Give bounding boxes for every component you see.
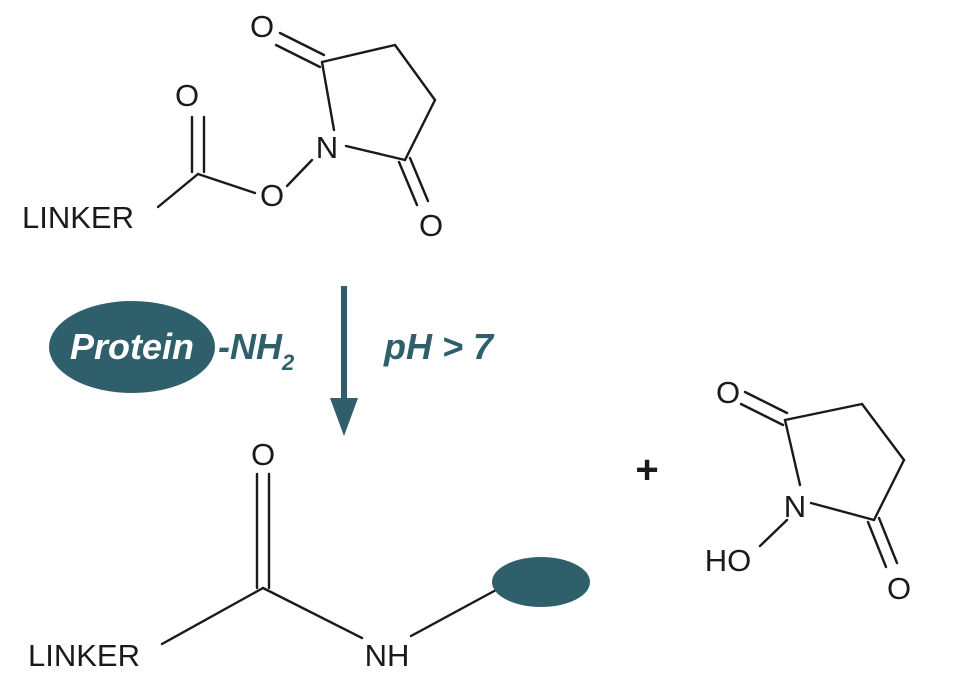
protein-amine-reagent: Protein -NH2 [49,301,295,393]
bond-top-co-a-byproduct [743,390,789,415]
bond-top-co-b-byproduct [739,402,785,427]
ph-condition-label: pH > 7 [383,326,495,367]
bond-bottom-co-a [397,160,419,207]
arrow-head [330,398,358,436]
bond-bottom-co-a-byproduct [866,520,888,569]
nhs-byproduct: O N HO O [705,375,911,606]
atom-hydroxyl: HO [705,543,752,578]
bond-n-c-top [320,60,336,132]
linker-label-reactant: LINKER [22,200,134,235]
atom-ester-oxygen: O [260,178,284,213]
bond-nh-protein [409,588,498,638]
linker-label-product: LINKER [28,638,140,673]
atom-carbonyl-oxygen: O [175,78,199,113]
amine-text: -NH [218,326,283,367]
atom-bottom-oxygen-byproduct: O [887,571,911,606]
bond-linker-amide-c [160,586,265,646]
bond-ester-o-n [285,158,314,188]
bond-bottom-co-b [408,156,430,203]
protein-ellipse [49,301,215,393]
atom-top-oxygen-byproduct: O [716,375,740,410]
bond-top-co-b [274,43,322,69]
bond-bottom-co-b-byproduct [877,516,899,565]
bond-ring-c-bottom-byproduct [872,458,906,522]
protein-ellipse-product [492,557,590,607]
plus-sign: + [635,448,658,492]
atom-bottom-oxygen: O [419,208,443,243]
bond-ring-top [320,43,397,64]
bond-c-bottom-n [344,144,407,162]
atom-nitrogen-byproduct: N [784,489,806,524]
atom-nitrogen: N [316,130,338,165]
protein-label: Protein [70,326,194,367]
bond-n-c-top-byproduct [783,418,802,487]
bond-carbonyl-ester-o [196,172,257,195]
bond-ring-right-byproduct [860,402,906,462]
bond-ring-c-bottom [403,98,437,162]
bond-ring-right [393,43,437,102]
amide-product: LINKER O NH [28,437,590,673]
amine-subscript: 2 [281,350,295,375]
reaction-arrow [330,286,358,436]
bond-linker-carbonyl [156,172,200,209]
bond-ring-top-byproduct [783,402,864,422]
atom-top-oxygen: O [250,9,274,44]
bond-n-oh [758,518,789,548]
bond-c-bottom-n-byproduct [809,501,876,522]
atom-amide-oxygen: O [251,437,275,472]
bond-c-nh [261,586,364,640]
nhs-ester-reactant: LINKER O O N O O [22,9,443,243]
atom-nh: NH [365,638,410,673]
amine-label: -NH2 [218,326,295,375]
bond-top-co-a [278,31,326,57]
